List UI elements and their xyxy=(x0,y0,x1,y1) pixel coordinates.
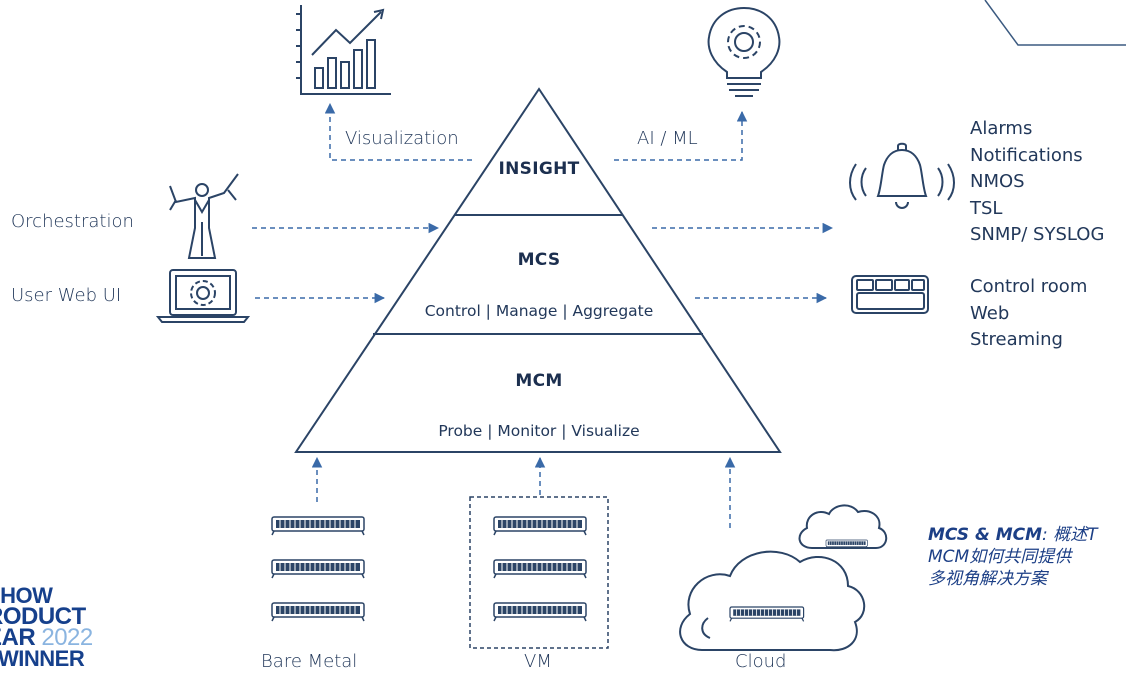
lightbulb-icon xyxy=(707,6,781,97)
arrow-ai-ml xyxy=(614,110,748,161)
alerts-item: NMOS xyxy=(970,171,1025,192)
bare-metal-servers xyxy=(271,516,365,622)
laptop-icon xyxy=(155,269,251,323)
visualization-label: Visualization xyxy=(345,128,459,149)
outputs-item: Control room xyxy=(970,276,1088,297)
chart-icon xyxy=(296,5,391,95)
bell-icon xyxy=(849,142,955,209)
tier-mcm-subtitle: Probe | Monitor | Visualize xyxy=(438,422,640,440)
user-web-ui-label: User Web UI xyxy=(11,285,122,306)
pyramid xyxy=(294,87,782,453)
caption-bold: MCS & MCM xyxy=(928,525,1043,545)
arrow-visualization xyxy=(324,102,472,161)
award-line4: WINNER xyxy=(0,646,85,671)
caption-line3: 多视角解决方案 xyxy=(928,569,1047,589)
award-line1: SHOW xyxy=(0,583,53,608)
tier-mcs-label: MCS xyxy=(517,250,561,270)
award-line2: RODUCT xyxy=(0,603,86,630)
award-line3a: EAR xyxy=(0,624,36,651)
vm-box xyxy=(469,496,609,649)
outputs-item: Streaming xyxy=(970,329,1063,350)
bare-metal-label: Bare Metal xyxy=(261,651,358,672)
award-year: 2022 xyxy=(41,624,93,651)
control-room-icon xyxy=(851,275,929,314)
alerts-item: SNMP/ SYSLOG xyxy=(970,224,1105,245)
vm-servers xyxy=(493,516,587,622)
cloud-label: Cloud xyxy=(735,651,787,672)
tier-insight-label: INSIGHT xyxy=(498,159,580,179)
ai-ml-label: AI / ML xyxy=(637,128,698,149)
tier-mcm-label: MCM xyxy=(515,371,563,391)
orchestration-label: Orchestration xyxy=(11,211,134,232)
cloud-icon xyxy=(679,504,888,652)
alerts-item: Notifications xyxy=(970,144,1083,166)
caption-line2: MCM如何共同提供 xyxy=(928,547,1072,567)
corner-decoration xyxy=(984,0,1126,46)
outputs-item: Web xyxy=(970,302,1010,324)
caption-line1-rest: : 概述T xyxy=(1042,525,1098,545)
award-badge: SHOW RODUCT EAR 2022 WINNER xyxy=(0,583,126,671)
caption: MCS & MCM: 概述T MCM如何共同提供 多视角解决方案 xyxy=(928,524,1098,590)
outputs-list: Control room Web Streaming xyxy=(970,274,1087,354)
alerts-item: TSL xyxy=(970,197,1003,219)
tier-mcs-subtitle: Control | Manage | Aggregate xyxy=(424,302,654,320)
vm-label: VM xyxy=(524,651,552,672)
alerts-list: Alarms Notifications NMOS TSL SNMP/ SYSL… xyxy=(970,116,1104,249)
alerts-item: Alarms xyxy=(970,118,1033,139)
award-line3: EAR 2022 xyxy=(0,624,126,651)
pyramid-outline xyxy=(294,87,782,453)
conductor-icon xyxy=(169,173,239,259)
